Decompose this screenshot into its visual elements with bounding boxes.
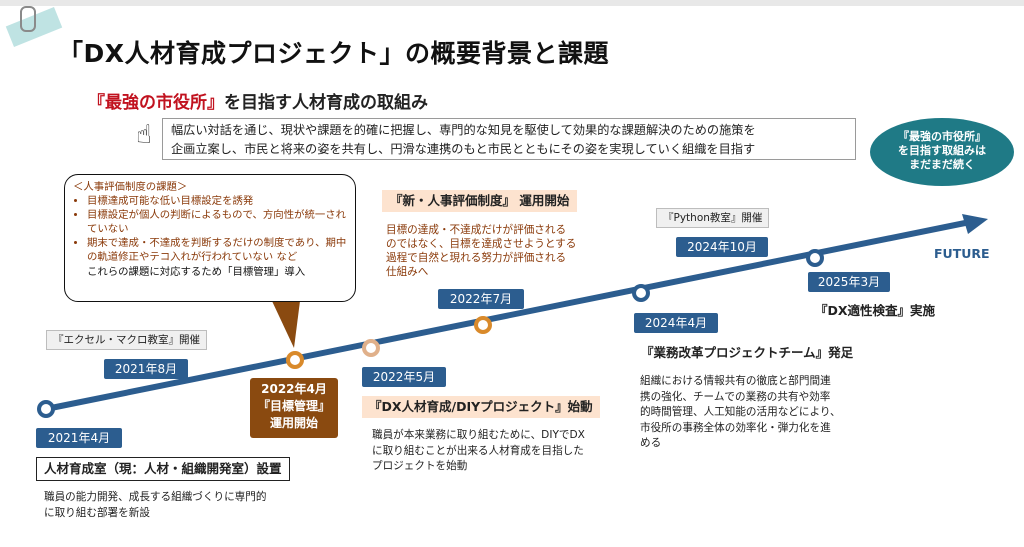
vision-line-1: 幅広い対話を通じ、現状や課題を的確に把握し、専門的な知見を駆使して効果的な課題解… — [171, 123, 756, 137]
bubble-line-3: まだまだ続く — [909, 158, 975, 171]
date-2025-03: 2025年3月 — [808, 272, 890, 292]
desc-line: のではなく、目標を達成させようとする — [386, 238, 577, 250]
pointing-hand-icon: ☝ — [136, 120, 152, 150]
event-2021-04-title: 人材育成室（現：人材・組織開発室）設置 — [36, 457, 290, 481]
bubble-line-2: を目指す取組みは — [898, 144, 986, 157]
timeline-arrowhead — [962, 214, 988, 234]
issues-footer: これらの課題に対応するため「目標管理」導入 — [87, 266, 306, 278]
issue-item: 目標達成可能な低い目標設定を誘発 — [87, 194, 347, 208]
desc-line: 仕組みへ — [386, 266, 429, 278]
event-2022-05-desc: 職員が本来業務に取り組むために、DIYでDX に取り組むことが出来る人材育成を目… — [372, 428, 585, 475]
node-2025-03 — [806, 249, 824, 267]
bubble-line-1: 『最強の市役所』 — [898, 130, 986, 143]
date-2021-08: 2021年8月 — [104, 359, 188, 379]
event-2025-03-title: 『DX適性検査』実施 — [808, 300, 943, 322]
desc-line: 過程で自然と現れる努力が評価される — [386, 252, 567, 264]
issue-item: 期末で達成・不達成を判断するだけの制度であり、期中の軌道修正やテコ入れが行われて… — [87, 236, 347, 264]
vision-description: 幅広い対話を通じ、現状や課題を的確に把握し、専門的な知見を駆使して効果的な課題解… — [162, 118, 856, 160]
event-2024-04-title: 『業務改革プロジェクトチーム』発足 — [634, 342, 861, 364]
node-2021-04 — [37, 400, 55, 418]
node-2022-07 — [474, 316, 492, 334]
event-2022-04-title1: 『目標管理』 — [257, 399, 330, 413]
subtitle: 『最強の市役所』を目指す人材育成の取組み — [88, 88, 428, 113]
event-2022-04: 2022年4月 『目標管理』 運用開始 — [250, 378, 338, 438]
desc-line: プロジェクトを始動 — [372, 460, 468, 472]
date-2024-04: 2024年4月 — [634, 313, 718, 333]
node-2022-05 — [362, 339, 380, 357]
event-2022-04-date: 2022年4月 — [261, 382, 327, 396]
note-2024-10: 『Python教室』開催 — [656, 208, 770, 228]
date-2024-10: 2024年10月 — [676, 237, 768, 257]
desc-line: 組織における情報共有の徹底と部門間連 — [640, 375, 831, 387]
desc-line: 職員が本来業務に取り組むために、DIYでDX — [372, 429, 585, 441]
desc-line: 職員の能力開発、成長する組織づくりに専門的 — [44, 491, 267, 503]
event-2024-04-desc: 組織における情報共有の徹底と部門間連 携の強化、チームでの業務の共有や効率 的時… — [640, 374, 841, 452]
date-2022-05: 2022年5月 — [362, 367, 446, 387]
paperclip-icon — [20, 6, 36, 32]
top-band — [0, 0, 1024, 6]
date-2022-07: 2022年7月 — [438, 289, 524, 309]
desc-line: 目標の達成・不達成だけが評価される — [386, 224, 567, 236]
desc-line: に取り組むことが出来る人材育成を目指した — [372, 444, 584, 457]
issues-callout-tail — [272, 301, 300, 348]
node-2024-04 — [632, 284, 650, 302]
event-2022-07-desc: 目標の達成・不達成だけが評価される のではなく、目標を達成させようとする 過程で… — [386, 223, 576, 279]
future-bubble: 『最強の市役所』 を目指す取組みは まだまだ続く — [870, 118, 1014, 186]
desc-line: める — [640, 437, 662, 449]
date-2021-04: 2021年4月 — [36, 428, 122, 448]
desc-line: に取り組む部署を新設 — [44, 506, 150, 519]
note-2021-08: 『エクセル・マクロ教室』開催 — [46, 330, 207, 350]
issues-callout: ＜人事評価制度の課題＞ 目標達成可能な低い目標設定を誘発 目標設定が個人の判断に… — [64, 174, 356, 302]
event-2022-05-title: 『DX人材育成/DIYプロジェクト』始動 — [362, 396, 600, 418]
event-2021-04-desc: 職員の能力開発、成長する組織づくりに専門的 に取り組む部署を新設 — [44, 490, 266, 521]
event-2022-07-title: 『新・人事評価制度』 運用開始 — [382, 190, 578, 212]
vision-line-2: 企画立案し、市民と将来の姿を共有し、円滑な連携のもと市民とともにその姿を実現して… — [171, 142, 756, 156]
subtitle-text: を目指す人材育成の取組み — [224, 93, 428, 113]
desc-line: 市役所の事務全体の効率化・弾力化を進 — [640, 421, 831, 434]
event-2022-04-title2: 運用開始 — [269, 416, 318, 430]
node-2022-04 — [286, 351, 304, 369]
issues-heading: ＜人事評価制度の課題＞ — [73, 181, 188, 193]
future-label: FUTURE — [934, 246, 990, 261]
desc-line: 携の強化、チームでの業務の共有や効率 — [640, 390, 831, 403]
desc-line: 的時間管理、人工知能の活用などにより、 — [640, 406, 841, 418]
issue-item: 目標設定が個人の判断によるもので、方向性が統一されていない — [87, 208, 347, 236]
page-title: 「DX人材育成プロジェクト」の概要背景と課題 — [58, 39, 610, 68]
subtitle-highlight: 『最強の市役所』 — [88, 93, 224, 113]
